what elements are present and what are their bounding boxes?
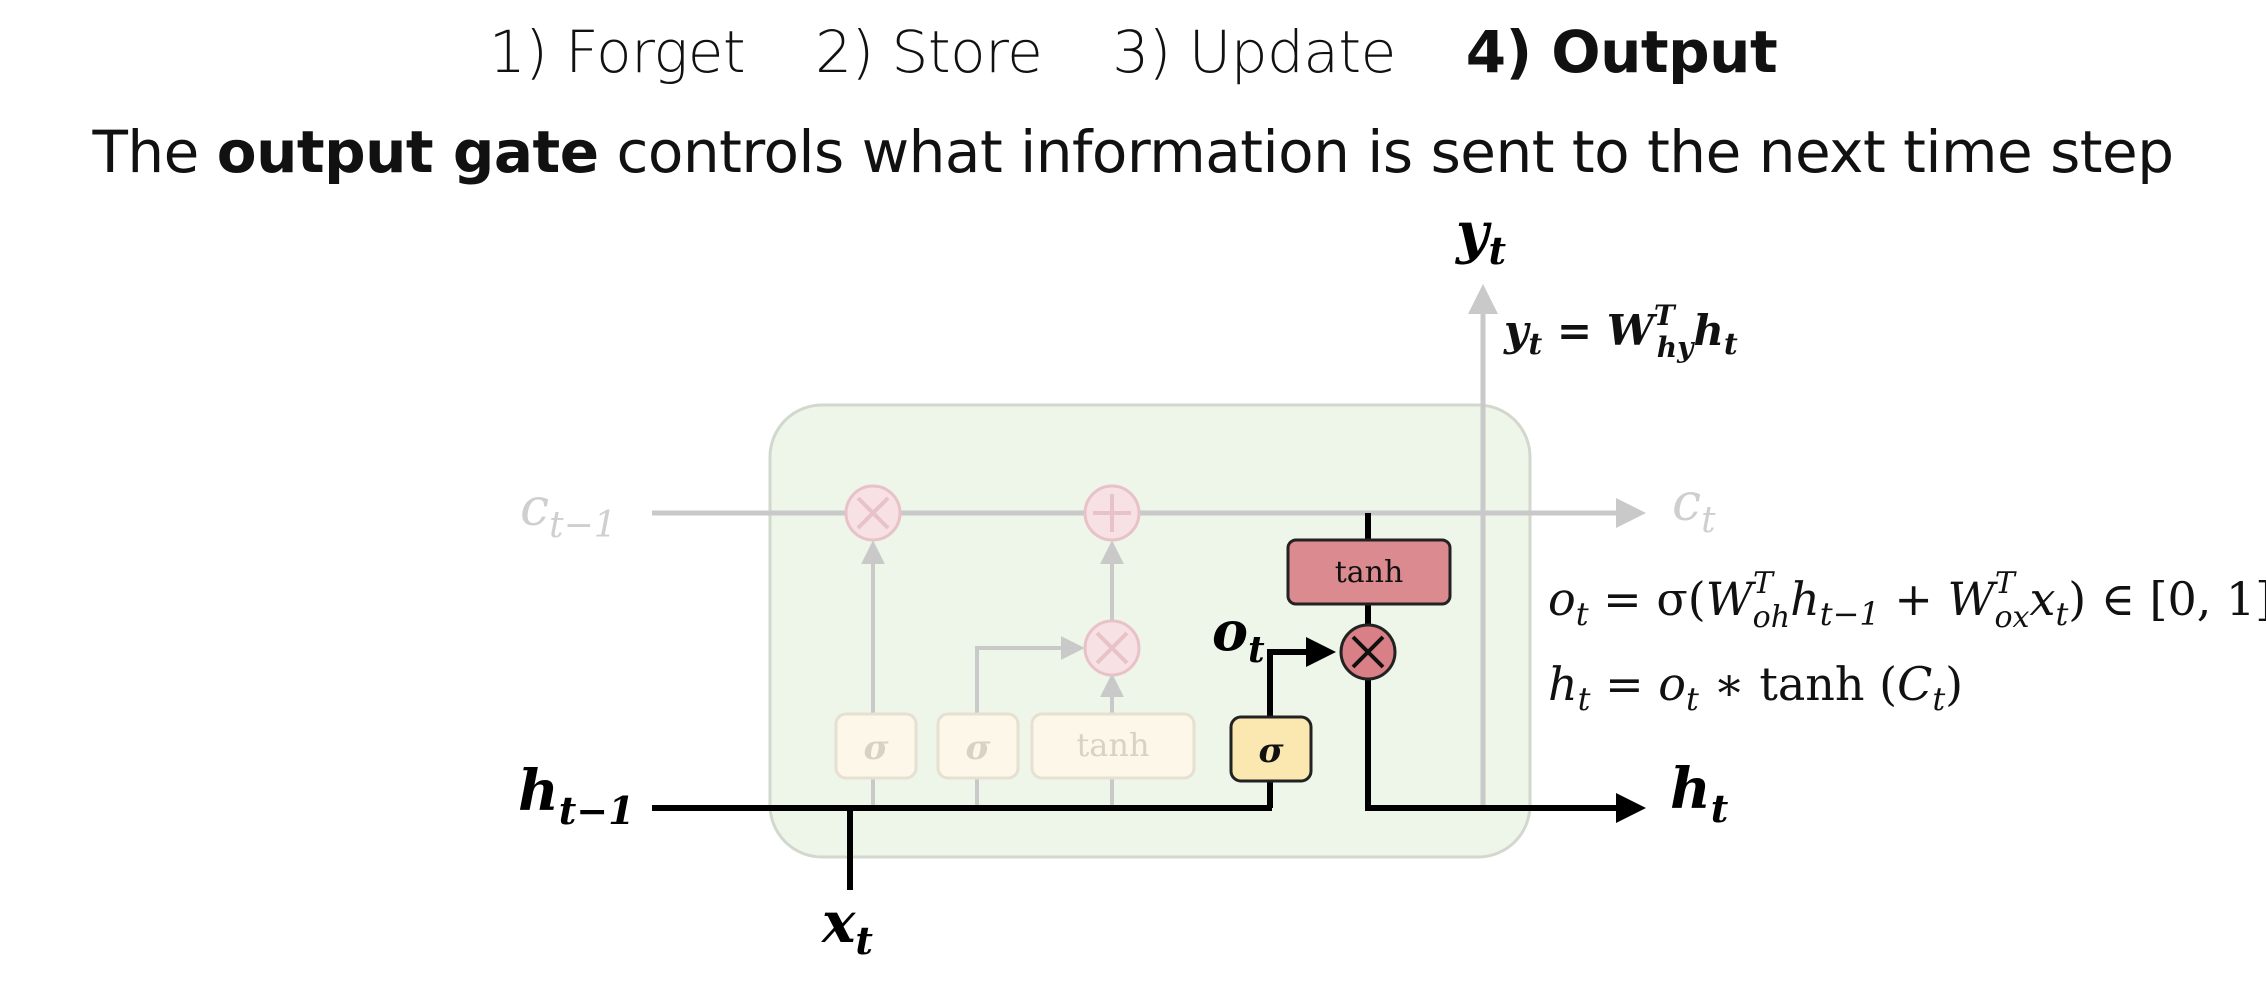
add-icon <box>1083 484 1141 542</box>
input-multiply-icon <box>1083 619 1141 677</box>
output-sigma-gate: σ <box>1229 715 1313 783</box>
h-equation: ht = ot ∗ tanh (Ct) <box>1548 657 1963 718</box>
h-prev-label: ht−1 <box>518 758 635 833</box>
input-sigma-label: σ <box>965 728 991 768</box>
cell-tanh-gate: tanh <box>1286 538 1452 606</box>
forget-sigma-label: σ <box>863 728 889 768</box>
x-label: xt <box>821 890 873 963</box>
output-multiply-icon <box>1339 623 1397 681</box>
h-next-label: ht <box>1670 756 1729 831</box>
step-forget: 1) Forget <box>488 18 746 86</box>
c-next-label: ct <box>1672 473 1716 541</box>
step-store: 2) Store <box>815 18 1043 86</box>
step-output: 4) Output <box>1465 18 1778 86</box>
o-label: ot <box>1212 599 1265 671</box>
slide-subtitle: The output gate controls what informatio… <box>0 118 2266 186</box>
forget-sigma-gate: σ <box>834 712 918 780</box>
output-gate-path <box>1267 637 1336 717</box>
candidate-tanh-gate: tanh <box>1030 712 1196 780</box>
subtitle-suffix: controls what information is sent to the… <box>598 118 2174 186</box>
lstm-cell <box>768 403 1532 859</box>
c-prev-label: ct−1 <box>520 478 617 546</box>
step-list: 1) Forget 2) Store 3) Update 4) Output <box>0 18 2266 86</box>
input-sigma-gate: σ <box>936 712 1020 780</box>
step-update: 3) Update <box>1112 18 1396 86</box>
subtitle-highlight: output gate <box>216 118 599 186</box>
candidate-tanh-label: tanh <box>1076 726 1149 764</box>
cell-tanh-label: tanh <box>1335 555 1404 590</box>
output-sigma-label: σ <box>1258 731 1284 771</box>
forget-multiply-icon <box>844 484 902 542</box>
y-label: yt <box>1454 200 1507 273</box>
subtitle-prefix: The <box>92 118 217 186</box>
hidden-state-output-line <box>1365 679 1646 823</box>
